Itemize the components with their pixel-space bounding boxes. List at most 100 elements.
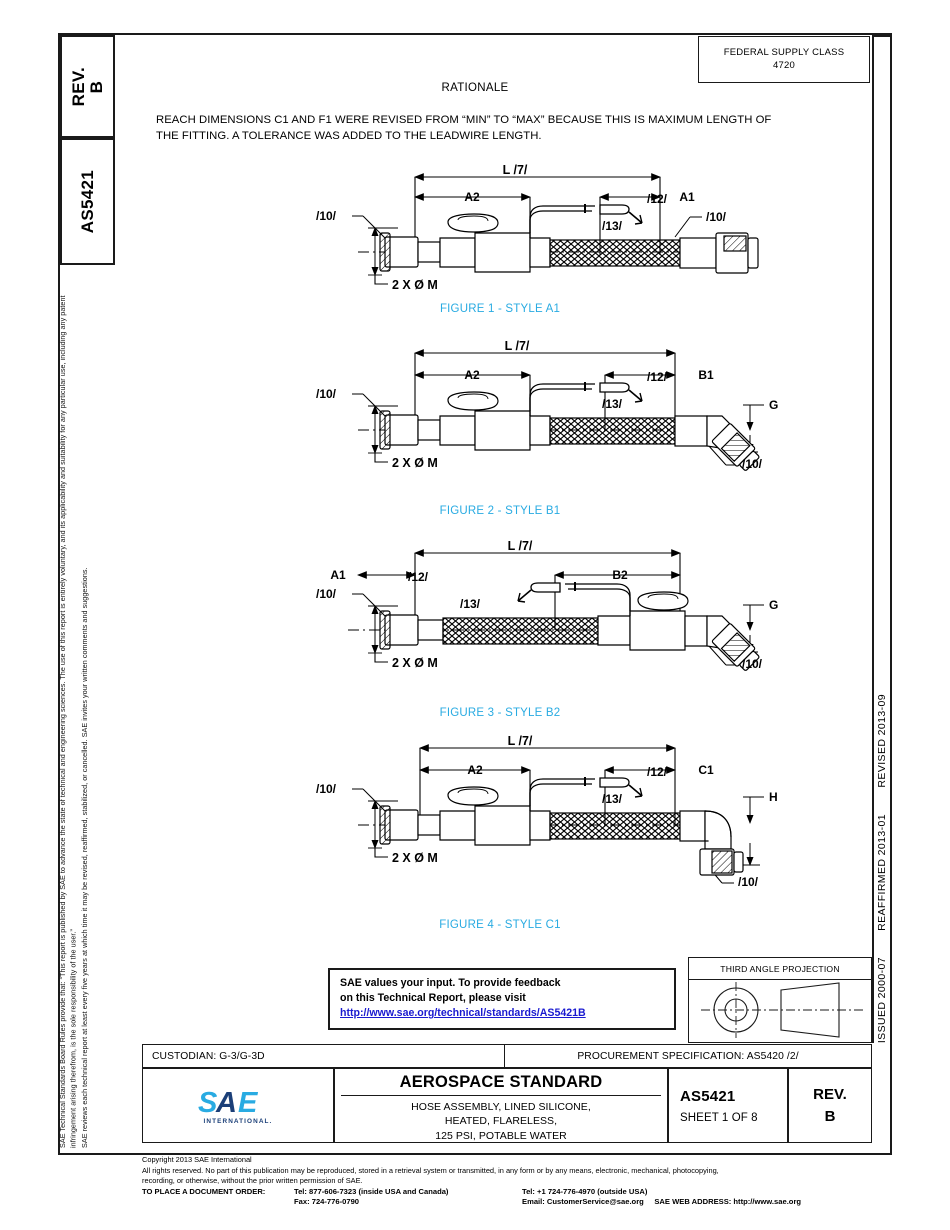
footer-order-row-1: TO PLACE A DOCUMENT ORDER: Tel: 877-606-… <box>142 1187 902 1198</box>
footer-order-row-2: Fax: 724-776-0790 Email: CustomerService… <box>142 1197 902 1208</box>
sae-logo-icon: S A E <box>198 1087 259 1117</box>
figure-3-caption: FIGURE 3 - STYLE B2 <box>439 707 561 719</box>
date-stack: ISSUED 2000-07 REAFFIRMED 2013-01 REVISE… <box>872 600 892 1043</box>
fig4-note-12: /12/ <box>647 765 668 779</box>
figure-4-drawing: L /7/ A2 C1 /10/ /10/ /12/ /13/ 2 X Ø M … <box>130 735 870 935</box>
third-angle-projection-title: THIRD ANGLE PROJECTION <box>689 958 871 980</box>
figure-1-caption: FIGURE 1 - STYLE A1 <box>439 303 561 315</box>
revision-label: REV. <box>813 1085 847 1103</box>
fig4-dim-a2: A2 <box>467 763 483 777</box>
federal-supply-class-label: FEDERAL SUPPLY CLASS <box>723 46 845 58</box>
figure-2-caption: FIGURE 2 - STYLE B1 <box>439 505 561 517</box>
fig4-dim-h: H <box>769 790 778 804</box>
fig3-dim-diameter: 2 X Ø M <box>392 656 438 670</box>
footer-email-web: Email: CustomerService@sae.org SAE WEB A… <box>522 1197 902 1208</box>
document-number: AS5421 <box>680 1087 736 1105</box>
fig2-note-10-left: /10/ <box>316 387 337 401</box>
fig3-dim-g: G <box>769 598 778 612</box>
footer-rights-2: recording, or otherwise, without the pri… <box>142 1176 363 1186</box>
third-angle-projection-box: THIRD ANGLE PROJECTION <box>688 957 872 1043</box>
custodian-cell: CUSTODIAN: G-3/G-3D <box>142 1044 504 1068</box>
fig3-note-10-right: /10/ <box>742 657 763 671</box>
fig2-dim-b1: B1 <box>698 368 714 382</box>
footer-rights-1: All rights reserved. No part of this pub… <box>142 1165 719 1175</box>
fig2-dim-diameter: 2 X Ø M <box>392 456 438 470</box>
footer-web-address: SAE WEB ADDRESS: http://www.sae.org <box>654 1197 802 1207</box>
date-issued: ISSUED 2000-07 <box>876 956 888 1043</box>
footer-tel-outside: Tel: +1 724-776-4970 (outside USA) <box>522 1186 648 1196</box>
custodian-row: CUSTODIAN: G-3/G-3D PROCUREMENT SPECIFIC… <box>142 1044 872 1068</box>
svg-text:A: A <box>215 1087 237 1117</box>
footer-spacer <box>142 1197 294 1208</box>
svg-text:S: S <box>198 1087 218 1117</box>
fig1-note-10-left: /10/ <box>316 209 337 223</box>
fig4-dim-overall: L /7/ <box>508 735 533 748</box>
rationale-line-1: REACH DIMENSIONS C1 AND F1 WERE REVISED … <box>156 114 772 126</box>
footer-copyright: Copyright 2013 SAE International <box>142 1155 252 1164</box>
procurement-specification-cell: PROCUREMENT SPECIFICATION: AS5420 /2/ <box>504 1044 872 1068</box>
fig2-dim-g: G <box>769 398 778 412</box>
fig1-note-12: /12/ <box>647 192 668 206</box>
revision-cell: REV. B <box>788 1068 872 1143</box>
date-spine-box <box>872 35 892 1043</box>
revision-value: B <box>824 1107 836 1125</box>
figure-4-svg: L /7/ A2 C1 /10/ /10/ /12/ /13/ 2 X Ø M … <box>316 735 778 889</box>
feedback-line-2: on this Technical Report, please visit <box>340 992 526 1005</box>
figure-2-drawing: L /7/ A2 B1 /10/ /10/ /12/ /13/ 2 X Ø M … <box>130 340 870 528</box>
feedback-line-1: SAE values your input. To provide feedba… <box>340 977 561 989</box>
rationale-heading: RATIONALE <box>441 82 509 94</box>
fig2-dim-a2: A2 <box>464 368 480 382</box>
fig1-dim-a2: A2 <box>464 190 480 204</box>
footer-order-label: TO PLACE A DOCUMENT ORDER: <box>142 1186 266 1196</box>
feedback-box: SAE values your input. To provide feedba… <box>328 968 676 1030</box>
designation-spine-text: AS5421 <box>77 169 97 234</box>
date-reaffirmed: REAFFIRMED 2013-01 <box>876 813 888 931</box>
footer-email: Email: CustomerService@sae.org <box>522 1197 644 1207</box>
figure-4-caption: FIGURE 4 - STYLE C1 <box>439 919 561 931</box>
fig1-dim-a1: A1 <box>679 190 695 204</box>
sheet-number: SHEET 1 OF 8 <box>680 1111 758 1124</box>
subtitle-line-3: 125 PSI, POTABLE WATER <box>435 1129 567 1142</box>
fig1-dim-diameter: 2 X Ø M <box>392 278 438 292</box>
fig1-note-13: /13/ <box>602 219 623 233</box>
figure-3-drawing: L /7/ A1 B2 /10/ /10/ /12/ /13/ 2 X Ø M … <box>130 540 870 730</box>
figure-1-svg: L /7/ A2 A1 /10/ /10/ /12/ /13/ 2 X Ø M <box>316 163 759 292</box>
fig2-note-12: /12/ <box>647 370 668 384</box>
revision-spine-box: REV. B <box>60 35 115 138</box>
footer: Copyright 2013 SAE International All rig… <box>142 1155 902 1208</box>
legal-paragraph-1: SAE Technical Standards Board Rules prov… <box>58 295 78 1148</box>
fig2-note-10-right: /10/ <box>742 457 763 471</box>
subtitle-line-1: HOSE ASSEMBLY, LINED SILICONE, <box>411 1101 591 1113</box>
fig2-note-13: /13/ <box>602 397 623 411</box>
fig4-dim-c1: C1 <box>698 763 714 777</box>
fig3-note-13: /13/ <box>460 597 481 611</box>
fig3-note-10-left: /10/ <box>316 587 337 601</box>
federal-supply-class-value: 4720 <box>773 59 795 71</box>
fig1-note-10-right: /10/ <box>706 210 727 224</box>
sae-logo-subtext: INTERNATIONAL. <box>203 1117 273 1125</box>
title-block: S A E INTERNATIONAL. AEROSPACE STANDARD … <box>142 1068 872 1143</box>
fig4-dim-diameter: 2 X Ø M <box>392 851 438 865</box>
fig2-dim-overall: L /7/ <box>505 340 530 353</box>
legal-paragraph-2: SAE reviews each technical report at lea… <box>80 567 89 1148</box>
rationale-body: REACH DIMENSIONS C1 AND F1 WERE REVISED … <box>156 112 856 145</box>
sae-logo: S A E INTERNATIONAL. <box>198 1087 278 1125</box>
fig3-note-12: /12/ <box>408 570 429 584</box>
svg-text:E: E <box>238 1087 259 1117</box>
footer-tel-inside: Tel: 877-606-7323 (inside USA and Canada… <box>294 1186 449 1196</box>
fig4-note-10-right: /10/ <box>738 875 759 889</box>
fig3-dim-b2: B2 <box>612 568 628 582</box>
fig1-dim-overall: L /7/ <box>503 163 528 177</box>
standard-type-title: AEROSPACE STANDARD <box>341 1073 661 1096</box>
figure-1-drawing: L /7/ A2 A1 /10/ /10/ /12/ /13/ 2 X Ø M <box>130 160 870 325</box>
fig3-dim-overall: L /7/ <box>508 540 533 553</box>
figure-2-svg: L /7/ A2 B1 /10/ /10/ /12/ /13/ 2 X Ø M … <box>316 340 778 471</box>
standard-title-cell: AEROSPACE STANDARD HOSE ASSEMBLY, LINED … <box>334 1068 668 1143</box>
subtitle-line-2: HEATED, FLARELESS, <box>444 1115 558 1128</box>
third-angle-projection-symbol <box>701 982 864 1038</box>
figure-3-svg: L /7/ A1 B2 /10/ /10/ /12/ /13/ 2 X Ø M … <box>316 540 778 671</box>
fig4-note-13: /13/ <box>602 792 623 806</box>
legal-notice-column: SAE Technical Standards Board Rules prov… <box>58 268 115 1148</box>
fig3-dim-a1: A1 <box>330 568 346 582</box>
feedback-url-link[interactable]: http://www.sae.org/technical/standards/A… <box>340 1007 586 1020</box>
